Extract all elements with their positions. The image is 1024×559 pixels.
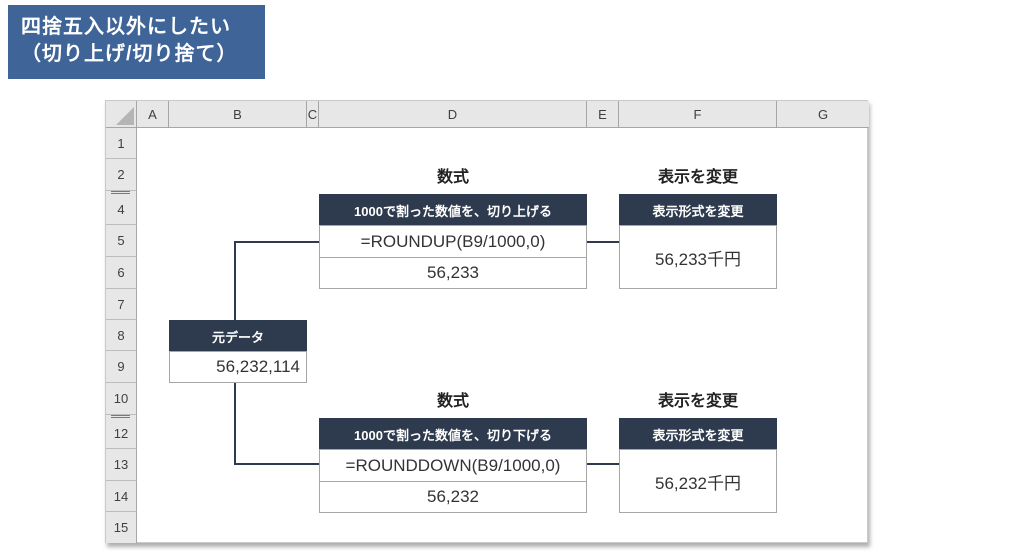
- column-header-g[interactable]: G: [777, 101, 869, 128]
- row-header-15[interactable]: 15: [106, 512, 137, 543]
- row-header-8[interactable]: 8: [106, 320, 137, 351]
- rounddown-box-header[interactable]: 1000で割った数値を、切り下げる: [319, 418, 587, 450]
- row-header-12[interactable]: 12: [106, 418, 137, 449]
- roundup-box-header[interactable]: 1000で割った数値を、切り上げる: [319, 194, 587, 226]
- column-header-d[interactable]: D: [319, 101, 587, 128]
- connector-roundup-to-display: [586, 241, 620, 243]
- row-header-14[interactable]: 14: [106, 481, 137, 512]
- formula-label-bottom[interactable]: 数式: [436, 393, 469, 410]
- hidden-row-3-marker: [106, 191, 137, 194]
- roundup-result-cell[interactable]: 56,233: [319, 257, 587, 289]
- column-header-a[interactable]: A: [137, 101, 169, 128]
- display-value-cell-top[interactable]: 56,233千円: [619, 225, 777, 289]
- row-header-6[interactable]: 6: [106, 257, 137, 289]
- source-data-value-cell[interactable]: 56,232,114: [169, 351, 307, 383]
- row-header-10[interactable]: 10: [106, 383, 137, 415]
- source-data-header[interactable]: 元データ: [169, 320, 307, 352]
- display-label-top[interactable]: 表示を変更: [657, 169, 738, 186]
- connector-roundup-horizontal: [234, 241, 320, 243]
- display-label-bottom[interactable]: 表示を変更: [657, 393, 738, 410]
- row-header-13[interactable]: 13: [106, 449, 137, 481]
- rounddown-formula-cell[interactable]: =ROUNDDOWN(B9/1000,0): [319, 449, 587, 482]
- rounddown-result-cell[interactable]: 56,232: [319, 481, 587, 513]
- row-header-1[interactable]: 1: [106, 128, 137, 159]
- row-header-4[interactable]: 4: [106, 194, 137, 225]
- connector-source-to-rounddown: [234, 382, 236, 465]
- select-all-triangle-icon: [116, 107, 134, 125]
- roundup-formula-cell[interactable]: =ROUNDUP(B9/1000,0): [319, 225, 587, 258]
- column-header-c[interactable]: C: [307, 101, 319, 128]
- column-header-b[interactable]: B: [169, 101, 307, 128]
- display-format-header-top[interactable]: 表示形式を変更: [619, 194, 777, 226]
- hidden-row-11-marker: [106, 415, 137, 418]
- column-header-f[interactable]: F: [619, 101, 777, 128]
- callout-line2: （切り上げ/切り捨て）: [21, 43, 238, 65]
- formula-label-top[interactable]: 数式: [436, 169, 469, 186]
- row-header-9[interactable]: 9: [106, 351, 137, 383]
- callout-line1: 四捨五入以外にしたい: [21, 16, 231, 38]
- row-header-2[interactable]: 2: [106, 159, 137, 191]
- connector-rounddown-to-display: [586, 463, 620, 465]
- row-header-7[interactable]: 7: [106, 289, 137, 320]
- callout-title: 四捨五入以外にしたい （切り上げ/切り捨て）: [8, 5, 265, 79]
- select-all-corner[interactable]: [106, 101, 137, 128]
- connector-rounddown-horizontal: [234, 463, 320, 465]
- spreadsheet-window: A B C D E F G 1 2 4 5 6 7 8 9 10 12 13 1…: [105, 100, 869, 543]
- display-format-header-bottom[interactable]: 表示形式を変更: [619, 418, 777, 450]
- row-header-5[interactable]: 5: [106, 225, 137, 257]
- display-value-cell-bottom[interactable]: 56,232千円: [619, 449, 777, 513]
- column-header-e[interactable]: E: [587, 101, 619, 128]
- connector-source-to-roundup: [234, 241, 236, 321]
